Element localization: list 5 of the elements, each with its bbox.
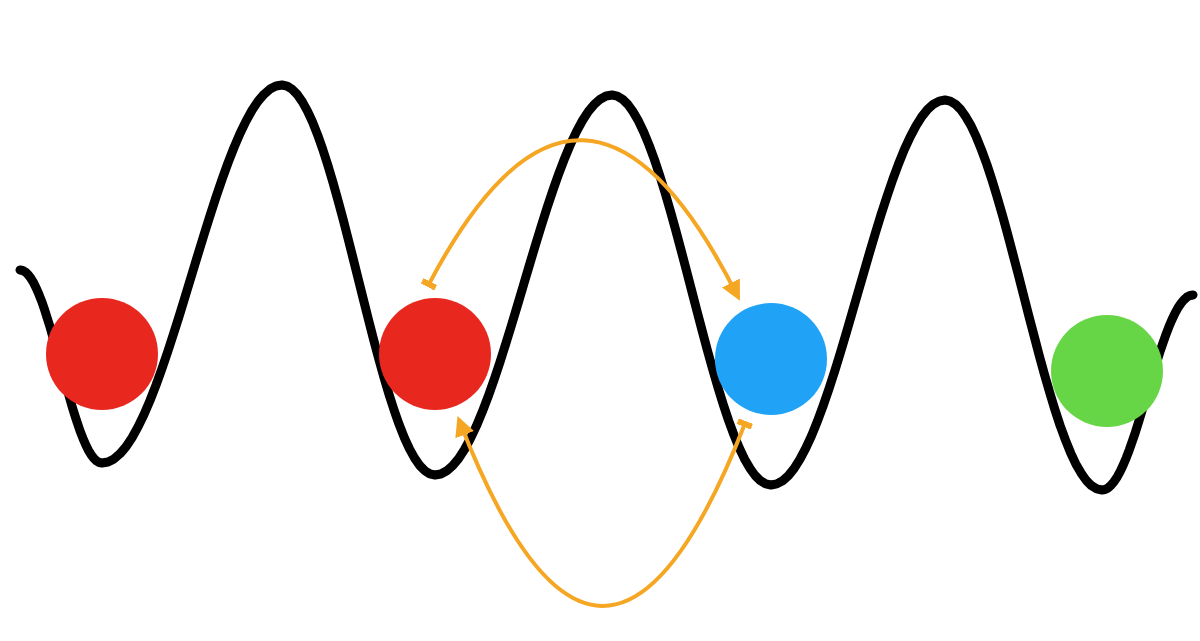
ball bbox=[379, 298, 491, 410]
curved-arrow bbox=[420, 138, 741, 301]
ball bbox=[46, 298, 158, 410]
curved-arrow bbox=[455, 416, 753, 608]
ball bbox=[715, 303, 827, 415]
